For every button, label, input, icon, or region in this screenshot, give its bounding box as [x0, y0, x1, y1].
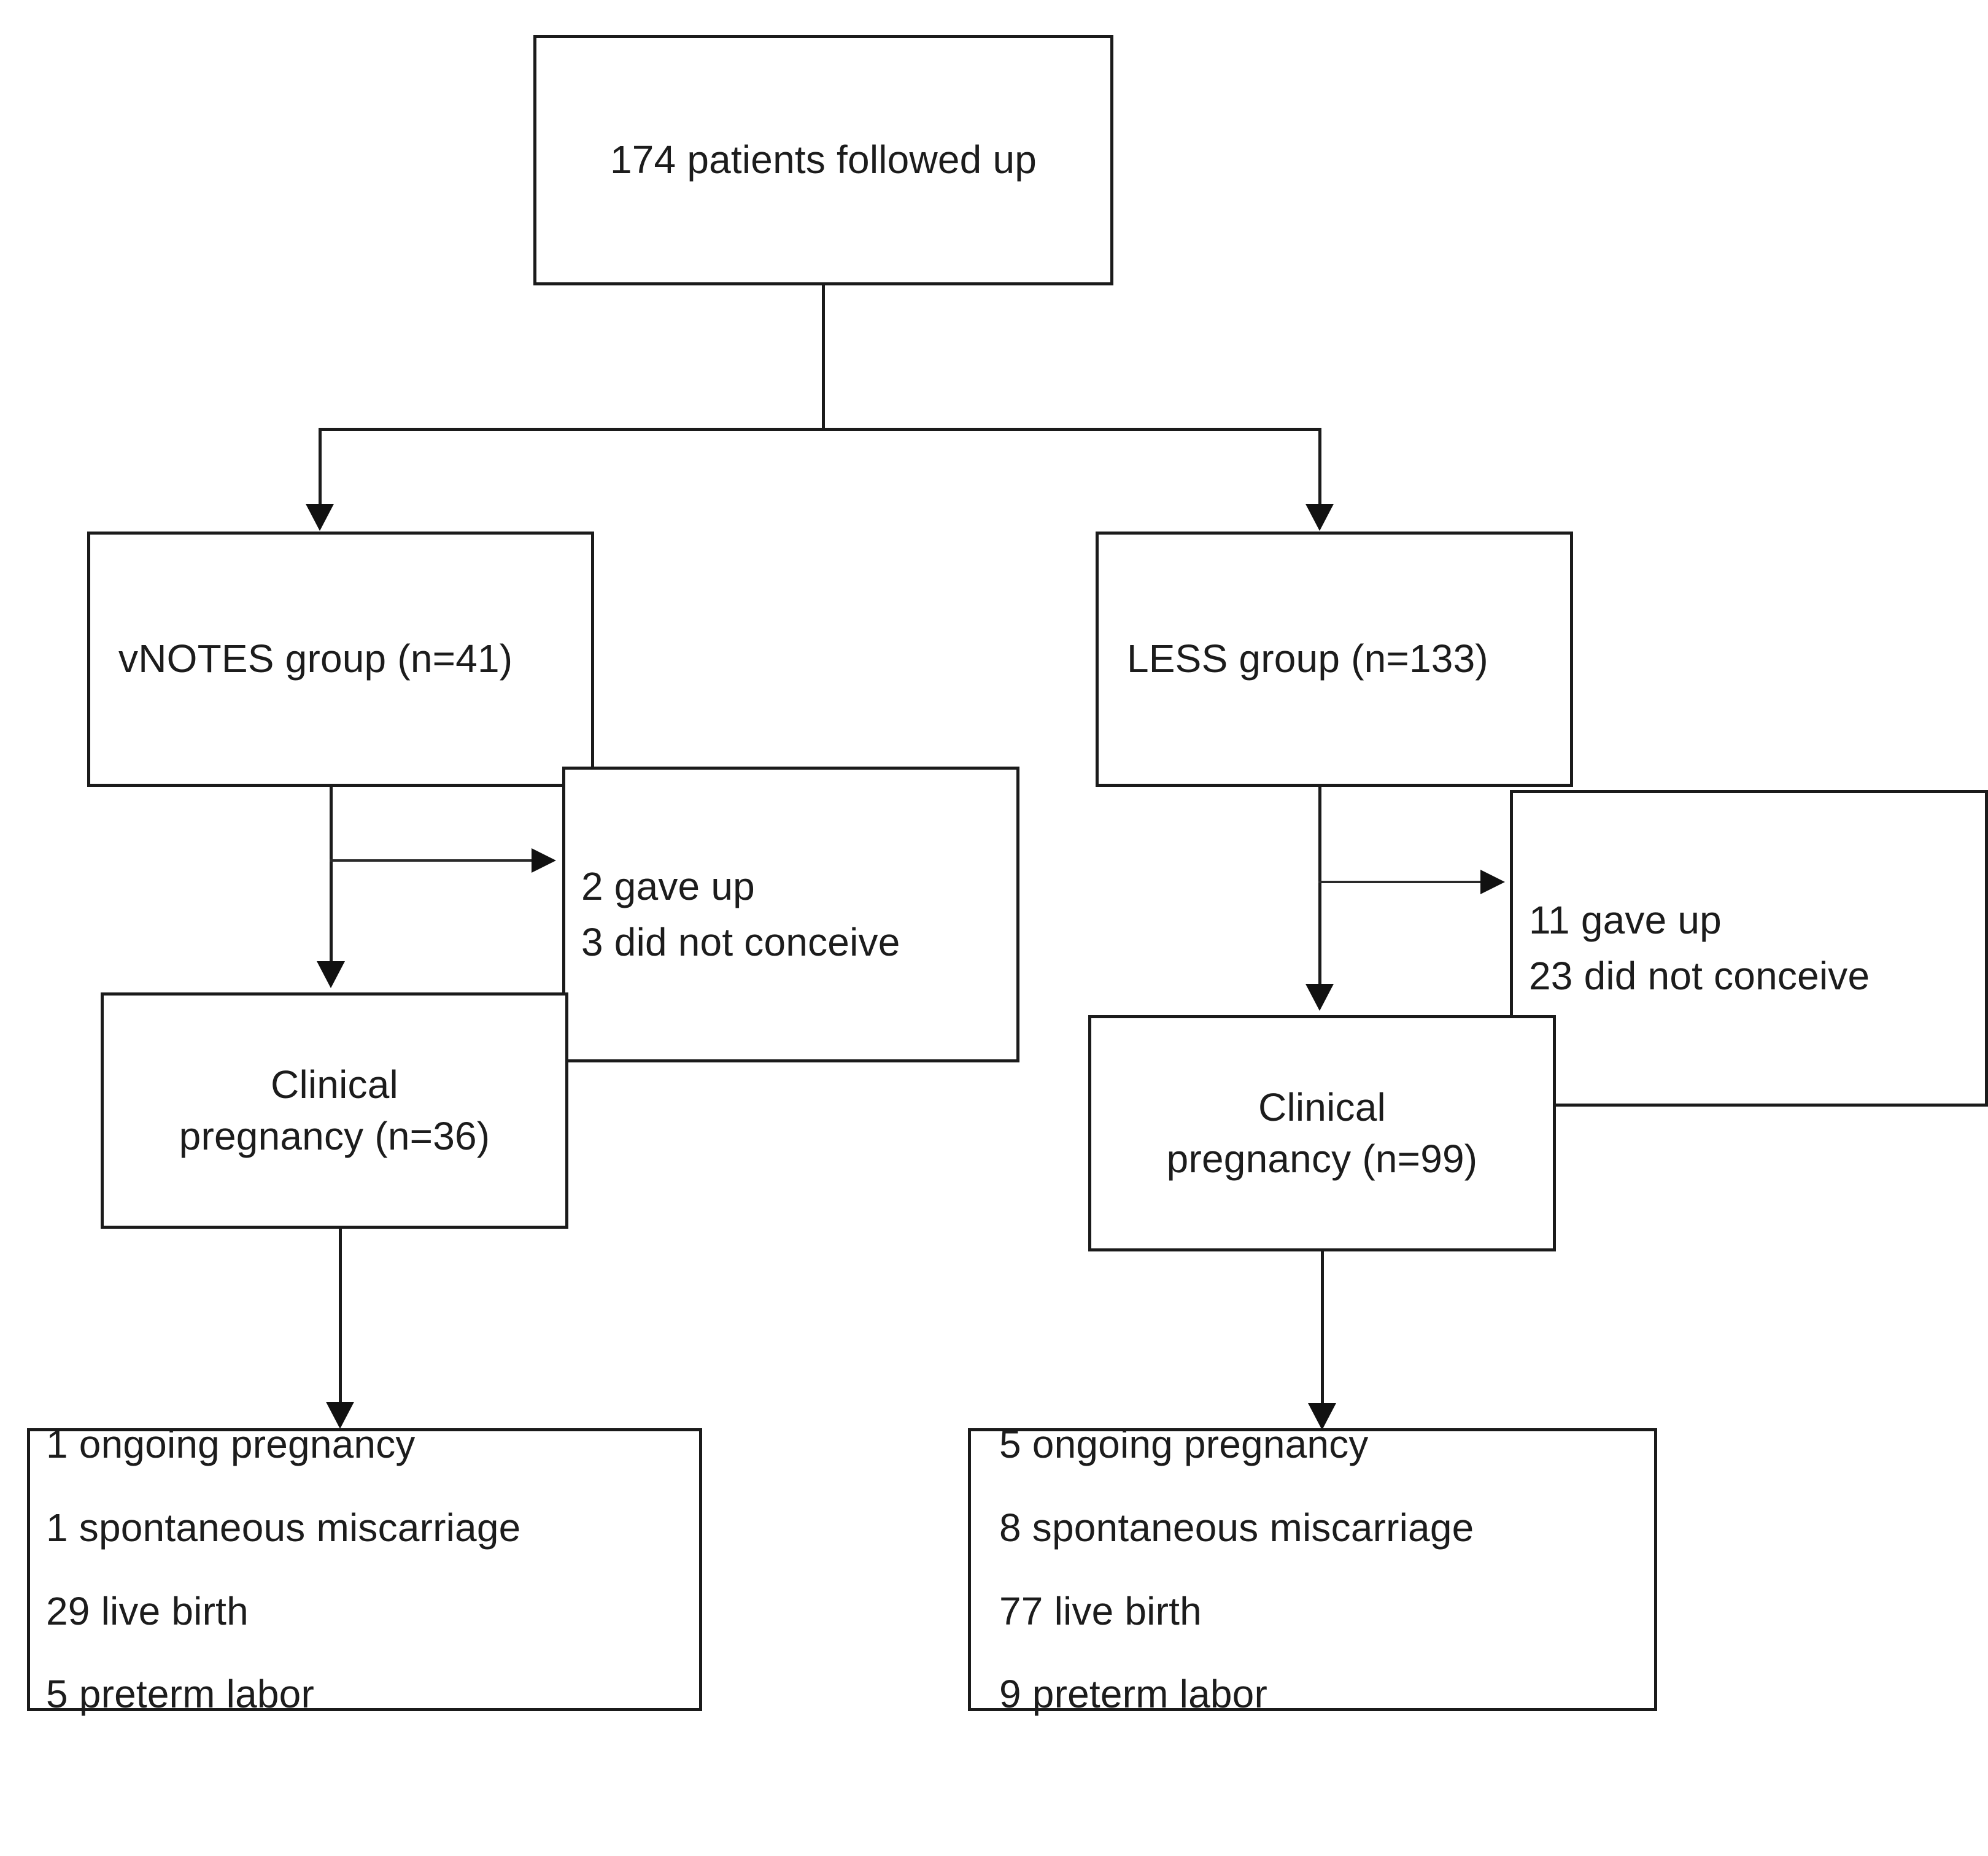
node-vnotes-pregnancy: Clinical pregnancy (n=36)	[101, 992, 568, 1229]
node-vnotes-excluded-line-2: 3 did not conceive	[581, 920, 900, 964]
node-vnotes-group: vNOTES group (n=41)	[87, 532, 594, 787]
node-vnotes-pregnancy-line-1: Clinical	[271, 1062, 398, 1107]
node-less-outcomes-line-2: 8 spontaneous miscarriage	[999, 1505, 1474, 1550]
edge-vnotes-exclusion	[330, 859, 535, 862]
node-vnotes-group-label: vNOTES group (n=41)	[118, 636, 513, 681]
arrowhead-less-exclusion	[1480, 870, 1505, 894]
node-less-pregnancy: Clinical pregnancy (n=99)	[1088, 1015, 1556, 1251]
node-less-pregnancy-line-1: Clinical	[1258, 1085, 1386, 1130]
node-less-outcomes-line-3: 77 live birth	[999, 1588, 1202, 1633]
edge-root-stem	[822, 284, 825, 431]
node-less-pregnancy-line-2: pregnancy (n=99)	[1166, 1136, 1478, 1181]
node-less-group-label: LESS group (n=133)	[1127, 636, 1488, 681]
node-vnotes-outcomes: 1 ongoing pregnancy 1 spontaneous miscar…	[27, 1423, 702, 1715]
edge-split-bar	[319, 428, 1321, 431]
edge-split-right-drop	[1318, 428, 1321, 508]
node-vnotes-outcomes-line-3: 29 live birth	[46, 1588, 249, 1633]
edge-less-group-to-pregnancy	[1318, 787, 1321, 986]
node-less-outcomes-line-4: 9 preterm labor	[999, 1672, 1267, 1717]
node-less-outcomes-line-1: 5 ongoing pregnancy	[999, 1421, 1369, 1466]
node-vnotes-outcomes-line-4: 5 preterm labor	[46, 1672, 314, 1717]
node-root: 174 patients followed up	[533, 35, 1113, 285]
arrowhead-less-outcomes	[1308, 1403, 1336, 1430]
edge-less-pregnancy-to-outcomes	[1321, 1250, 1324, 1406]
arrowhead-vnotes-pregnancy	[317, 961, 345, 988]
node-less-excluded: 11 gave up 23 did not conceive	[1510, 790, 1988, 1107]
node-less-group: LESS group (n=133)	[1096, 532, 1573, 787]
node-vnotes-pregnancy-line-2: pregnancy (n=36)	[179, 1113, 490, 1158]
node-root-label: 174 patients followed up	[609, 137, 1037, 182]
node-less-excluded-line-2: 23 did not conceive	[1529, 954, 1870, 998]
arrowhead-to-less-group	[1305, 504, 1334, 531]
node-vnotes-outcomes-line-1: 1 ongoing pregnancy	[46, 1421, 416, 1466]
node-vnotes-excluded: 2 gave up 3 did not conceive	[562, 767, 1019, 1062]
edge-vnotes-group-to-pregnancy	[330, 787, 333, 964]
edge-vnotes-pregnancy-to-outcomes	[339, 1228, 342, 1404]
node-vnotes-excluded-line-1: 2 gave up	[581, 864, 755, 909]
arrowhead-vnotes-exclusion	[532, 848, 556, 873]
arrowhead-to-vnotes-group	[306, 504, 334, 531]
arrowhead-less-pregnancy	[1305, 984, 1334, 1011]
edge-split-left-drop	[319, 428, 322, 508]
node-vnotes-outcomes-line-2: 1 spontaneous miscarriage	[46, 1505, 521, 1550]
node-less-excluded-line-1: 11 gave up	[1529, 898, 1722, 943]
edge-less-exclusion	[1318, 881, 1483, 883]
arrowhead-vnotes-outcomes	[326, 1402, 354, 1429]
node-less-outcomes: 5 ongoing pregnancy 8 spontaneous miscar…	[968, 1423, 1657, 1715]
